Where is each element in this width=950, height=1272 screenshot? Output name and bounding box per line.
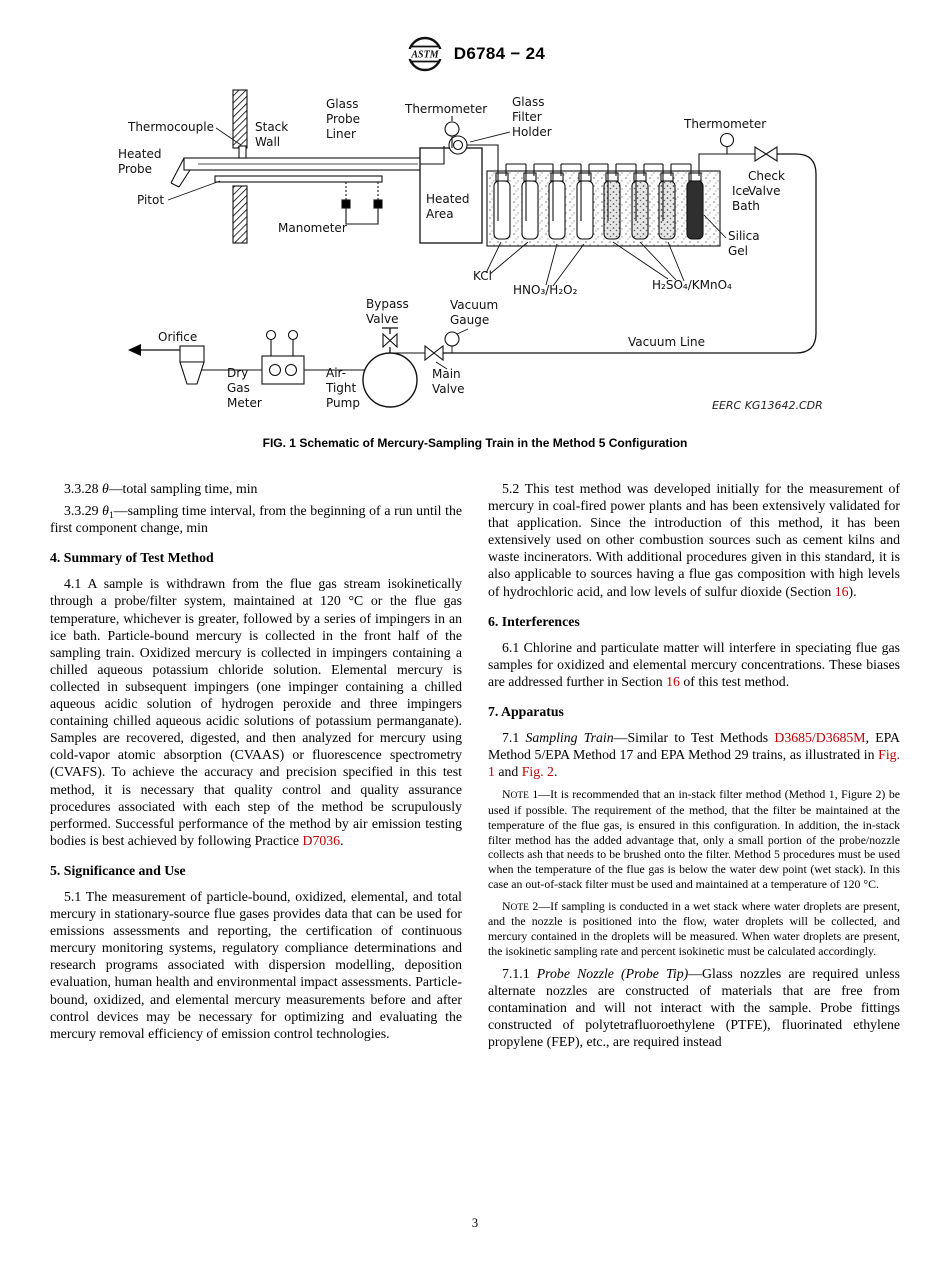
figure-caption: FIG. 1 Schematic of Mercury-Sampling Tra… <box>262 436 688 450</box>
para-3-3-28: 3.3.28 θ—total sampling time, min <box>64 481 258 496</box>
para-7-1-1: 7.1.1 Probe Nozzle (Probe Tip)—Glass noz… <box>488 965 900 1049</box>
reference-link[interactable]: Fig. 1 <box>488 747 900 780</box>
bypass-valve-graphic <box>382 327 398 353</box>
impinger-hno3-2 <box>576 164 594 240</box>
heated-area-box <box>419 146 483 244</box>
label-kcl: KCl <box>473 269 492 283</box>
manometer-graphic <box>341 199 383 225</box>
thermometer-left-graphic <box>444 116 460 148</box>
para-3-3-29: 3.3.29 θ1—sampling time interval, from t… <box>50 503 462 536</box>
label-h2so4-kmno4: H₂SO₄/KMnO₄ <box>652 278 732 292</box>
impinger-hno3-1 <box>548 164 566 240</box>
label-hno3-h2o2: HNO₃/H₂O₂ <box>513 283 578 297</box>
check-valve-graphic <box>754 145 778 163</box>
reagent-leader-lines <box>485 214 727 287</box>
label-thermocouple: Thermocouple <box>127 120 214 134</box>
para-7-1: 7.1 Sampling Train—Similar to Test Metho… <box>488 730 901 780</box>
reference-link[interactable]: 16 <box>666 673 680 689</box>
main-valve-graphic <box>424 344 448 370</box>
para-5-1: 5.1 The measurement of particle-bound, o… <box>50 888 462 1041</box>
vacuum-line-graphic <box>443 153 817 354</box>
document-header: ASTM D6784 − 24 <box>0 34 950 74</box>
astm-logo-text: ASTM <box>410 50 439 61</box>
heading-4: 4. Summary of Test Method <box>50 550 214 566</box>
impinger-silica-gel <box>686 164 704 240</box>
flow-exit-arrow <box>128 344 180 356</box>
reference-link[interactable]: D3685/D3685M <box>774 730 866 746</box>
heading-6: 6. Interferences <box>488 613 580 629</box>
label-thermometer-right: Thermometer <box>683 117 766 131</box>
label-thermometer-left: Thermometer <box>404 102 487 116</box>
note-1: NOTE 1—It is recommended that an in-stac… <box>488 787 900 891</box>
heading-7: 7. Apparatus <box>488 704 564 720</box>
page-number: 3 <box>471 1216 479 1230</box>
para-5-2: 5.2 This test method was developed initi… <box>488 481 900 599</box>
vacuum-gauge-graphic <box>444 328 469 353</box>
reference-link[interactable]: D7036 <box>302 832 341 848</box>
impinger-kmno4-3 <box>658 164 676 240</box>
label-manometer: Manometer <box>278 221 347 235</box>
label-orifice: Orifice <box>158 330 197 344</box>
orifice-graphic <box>179 345 262 385</box>
reference-link[interactable]: Fig. 2 <box>521 764 554 780</box>
pitot-graphic <box>167 175 383 201</box>
air-tight-pump-graphic <box>362 352 418 408</box>
thermocouple-graphic <box>215 127 247 159</box>
impinger-train <box>467 144 755 240</box>
note-2: NOTE 2—If sampling is conducted in a wet… <box>488 898 900 958</box>
impinger-kmno4-1 <box>603 164 621 240</box>
reference-link[interactable]: 16 <box>834 583 849 599</box>
label-pitot: Pitot <box>137 193 164 207</box>
body-text: 3.3.28 θ—total sampling time, min 3.3.29 … <box>0 480 950 1055</box>
left-column: 3.3.28 θ—total sampling time, min 3.3.29 … <box>50 480 462 1055</box>
impinger-kcl-2 <box>521 164 539 240</box>
label-vacuum-line: Vacuum Line <box>628 335 705 349</box>
figure-credit: EERC KG13642.CDR <box>712 399 823 412</box>
para-4-1: 4.1 A sample is withdrawn from the flue … <box>50 576 462 848</box>
para-6-1: 6.1 Chlorine and particulate matter will… <box>488 639 900 689</box>
document-number: D6784 − 24 <box>453 44 546 63</box>
heated-probe-graphic <box>170 157 421 188</box>
thermometer-right-graphic <box>719 132 735 154</box>
impinger-kcl-1 <box>493 164 511 240</box>
dry-gas-meter-graphic <box>261 329 305 385</box>
impinger-kmno4-2 <box>631 164 649 240</box>
heading-5: 5. Significance and Use <box>50 862 186 878</box>
right-column: 5.2 This test method was developed initi… <box>488 480 900 1055</box>
astm-logo: ASTM <box>406 36 443 72</box>
